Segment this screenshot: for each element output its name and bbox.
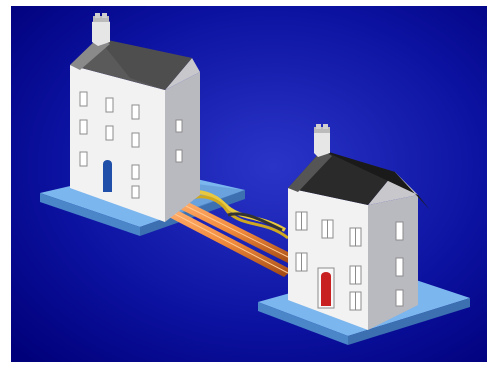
right-house-door: [321, 276, 331, 306]
left-house-door: [103, 164, 112, 192]
